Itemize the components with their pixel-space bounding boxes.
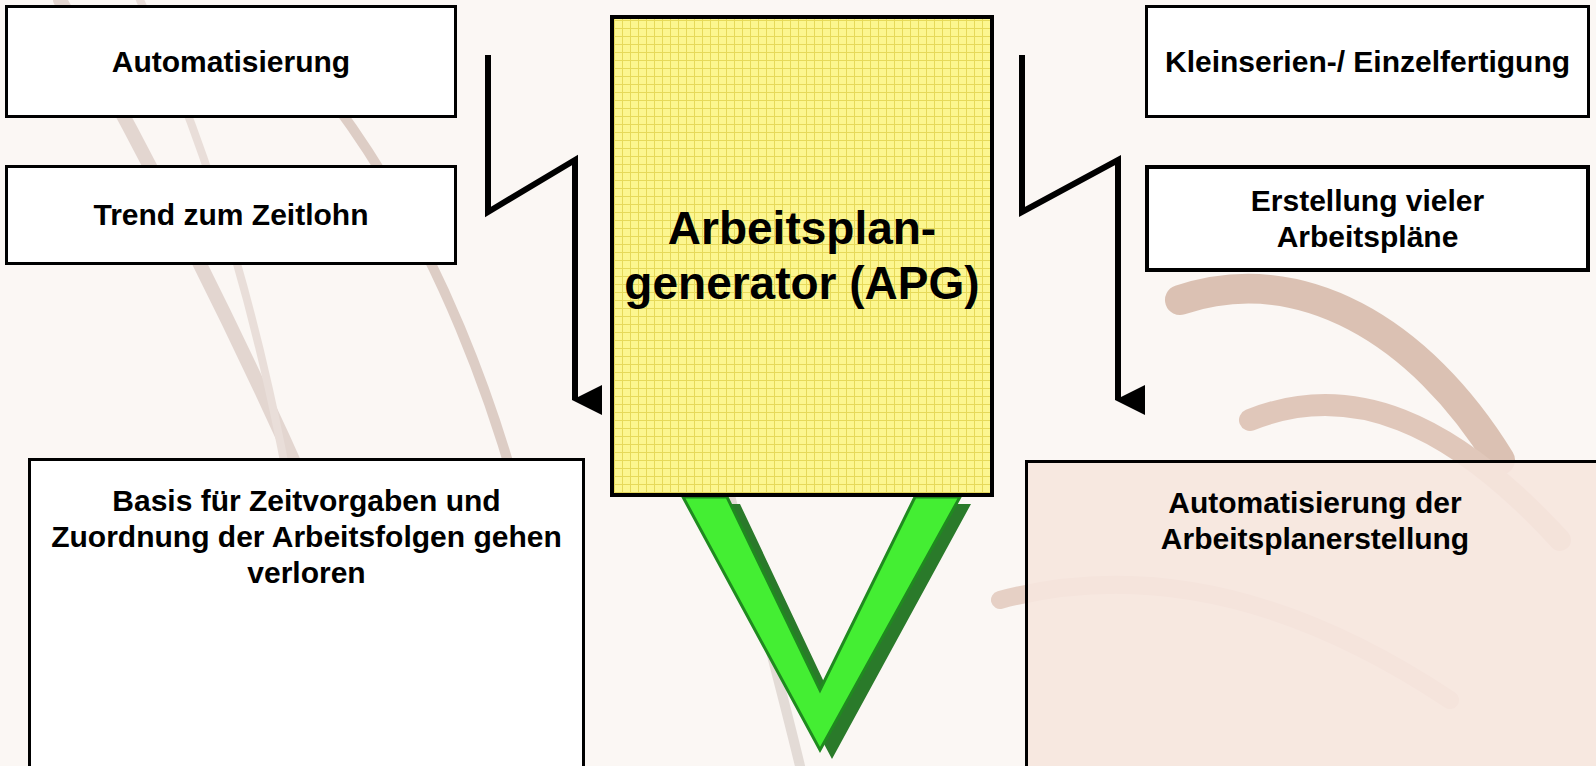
box-text: Trend zum Zeitlohn — [94, 197, 369, 233]
text-box: Trend zum Zeitlohn — [5, 165, 457, 265]
box-text: Erstellung vieler Arbeitspläne — [1168, 183, 1568, 255]
lightning-arrow — [488, 55, 575, 400]
text-box: Kleinserien-/ Einzelfertigung — [1145, 5, 1590, 118]
text-box: Erstellung vieler Arbeitspläne — [1145, 165, 1590, 272]
box-text: Automatisierung — [112, 44, 350, 80]
lightning-arrow — [1022, 55, 1118, 400]
text-box: Automatisierung der Arbeitsplanerstellun… — [1025, 460, 1596, 766]
box-text: Kleinserien-/ Einzelfertigung — [1165, 44, 1570, 80]
box-text: Arbeitsplan- generator (APG) — [622, 201, 982, 311]
text-box: Basis für Zeitvorgaben und Zuordnung der… — [28, 458, 585, 766]
result-arrow — [683, 497, 960, 750]
text-box: Automatisierung — [5, 5, 457, 118]
central-box: Arbeitsplan- generator (APG) — [610, 15, 994, 497]
box-text: Automatisierung der Arbeitsplanerstellun… — [1045, 485, 1585, 557]
box-text: Basis für Zeitvorgaben und Zuordnung der… — [47, 483, 567, 591]
